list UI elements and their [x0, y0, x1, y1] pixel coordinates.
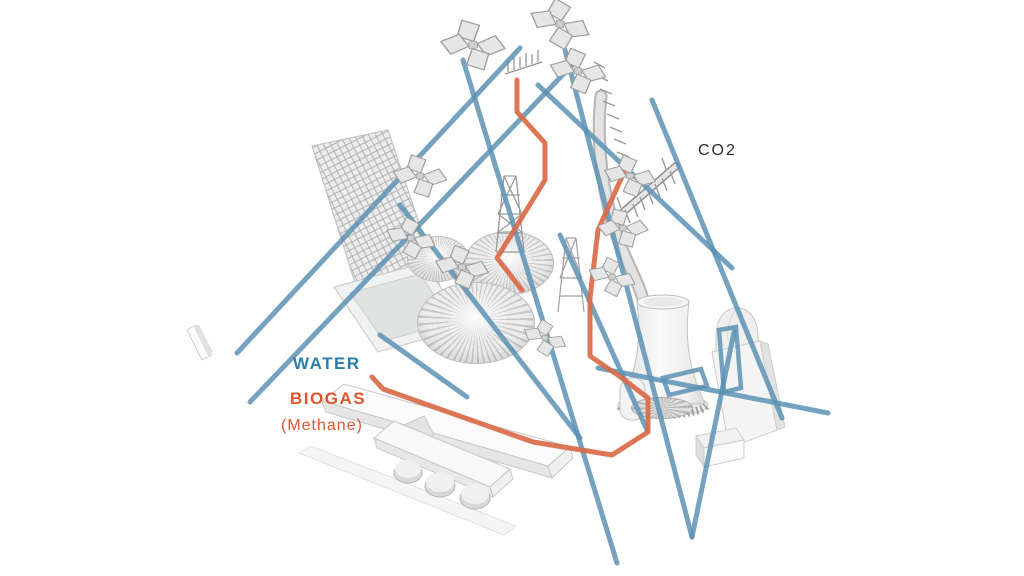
clover-tank [526, 0, 594, 54]
process-hall-b [373, 415, 514, 498]
clover-tank [391, 151, 449, 201]
biogas-label: BIOGAS [290, 389, 367, 408]
clover-tank [520, 316, 570, 360]
water-label: WATER [293, 354, 361, 373]
digester-dome-large [417, 282, 535, 364]
round-storage-tanks [393, 460, 491, 510]
mini-pipe-rack [504, 50, 543, 75]
clover-tank [549, 47, 607, 95]
access-road [297, 445, 518, 536]
co2-label: CO2 [698, 142, 737, 159]
small-beam [186, 324, 213, 361]
flue-stack [592, 89, 651, 310]
methane-label: (Methane) [281, 417, 363, 434]
small-outbuilding [695, 427, 745, 469]
clover-aeration-tanks [383, 0, 657, 360]
water-pipelines [234, 45, 831, 566]
co2-sparger-comb [610, 157, 680, 231]
clover-tank [438, 15, 508, 75]
clover-tank [434, 244, 490, 290]
